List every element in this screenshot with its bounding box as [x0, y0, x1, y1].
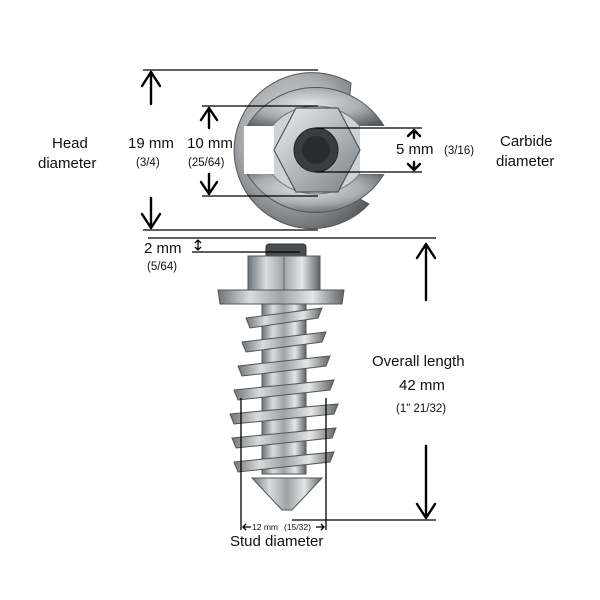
inner-diameter-arrow-up [199, 106, 219, 130]
carbide-diameter-label-line2: diameter [496, 153, 554, 170]
stud-diameter-mm: 12 mm [252, 522, 278, 532]
thread-fin [233, 379, 335, 401]
thread-fin [237, 355, 331, 377]
overall-length-inch: (1" 21/32) [396, 403, 446, 415]
head-diameter-mm: 19 mm [128, 135, 174, 152]
thread-fin [231, 427, 337, 449]
overall-length-mm: 42 mm [399, 377, 445, 394]
head-top-view [233, 72, 390, 230]
stud-diameter-inch: (15/32) [284, 522, 311, 532]
overall-length-arrow-down [415, 444, 437, 520]
carbide-diameter-label-line1: Carbide [500, 133, 553, 150]
pin-height-mm: 2 mm [144, 240, 182, 257]
thread-fin [233, 451, 335, 473]
carbide-diameter-inch: (3/16) [444, 145, 474, 157]
overall-length-arrow-up [415, 242, 437, 302]
inner-diameter-arrow-down [199, 172, 219, 196]
inner-diameter-inch: (25/64) [188, 157, 225, 169]
thread-fin [229, 403, 339, 425]
inner-diameter-mm: 10 mm [187, 135, 233, 152]
head-diameter-arrow-down [140, 196, 162, 230]
stud-side-view [217, 243, 345, 511]
head-diameter-label-line1: Head [52, 135, 88, 152]
pin-height-arrow [194, 239, 202, 251]
head-diameter-arrow-up [140, 70, 162, 106]
thread-fin [245, 307, 323, 329]
pin-height-inch: (5/64) [147, 261, 177, 273]
stud-threads [229, 307, 339, 473]
head-diameter-label-line2: diameter [38, 155, 96, 172]
dimension-labels: Head diameter 19 mm (3/4) 10 mm (25/64) … [38, 133, 554, 550]
stud-diameter-arrow [242, 523, 325, 531]
stud-flange [217, 289, 345, 305]
stud-diameter-label: Stud diameter [230, 533, 323, 550]
dimension-lines [140, 69, 437, 531]
thread-fin [241, 331, 327, 353]
stud-tip [250, 477, 324, 511]
carbide-diameter-mm: 5 mm [396, 141, 434, 158]
overall-length-label: Overall length [372, 353, 465, 370]
carbide-diameter-arrow [406, 128, 422, 172]
head-diameter-inch: (3/4) [136, 157, 160, 169]
